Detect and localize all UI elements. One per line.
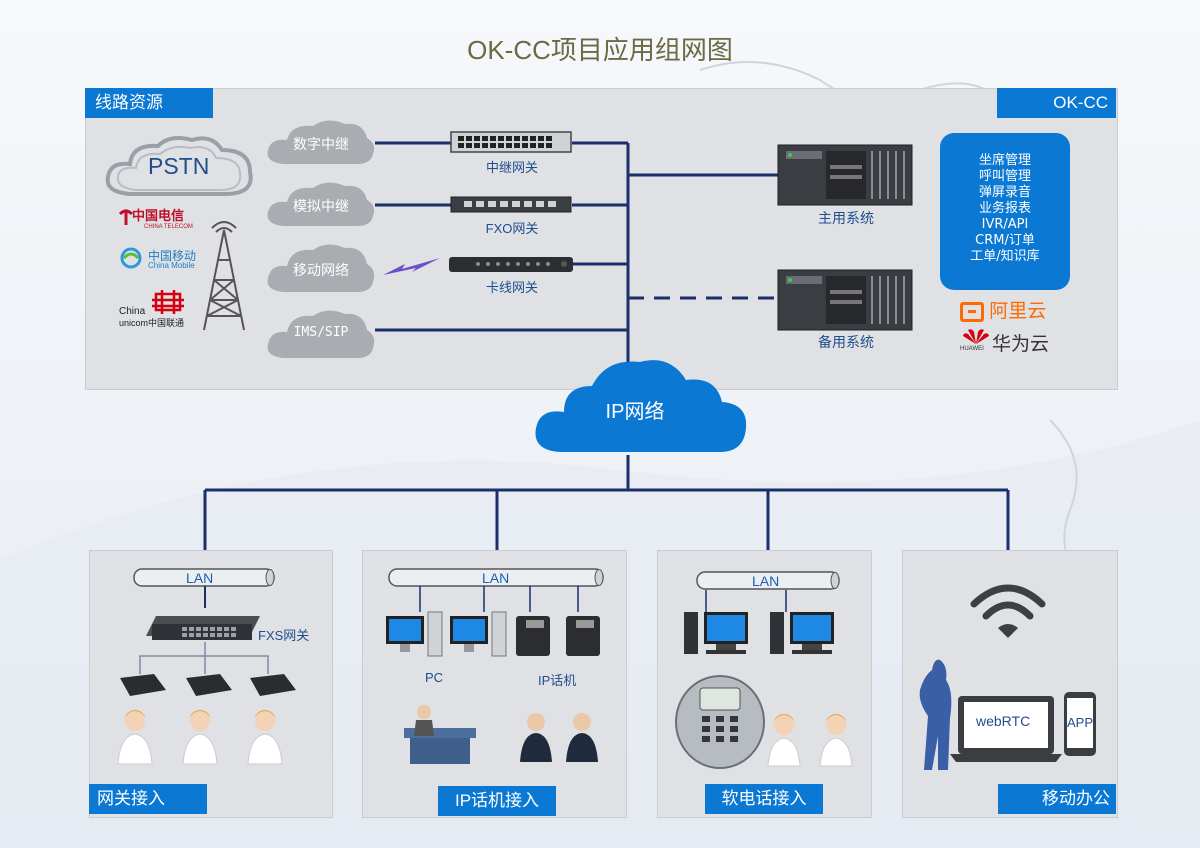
line-analog-trunk: 模拟中继 — [293, 198, 349, 214]
huawei-cloud-label: 华为云 — [992, 334, 1050, 355]
line-ims-sip: IMS/SIP — [293, 325, 349, 340]
fxo-gateway-device — [450, 196, 572, 213]
unicom-text-b: unicom中国联通 — [119, 318, 185, 328]
line-digital-trunk: 数字中继 — [293, 136, 349, 152]
lan-label-2: LAN — [482, 570, 510, 586]
line-cloud-3 — [267, 244, 375, 292]
pstn-label: PSTN — [148, 153, 210, 179]
lan-label-3: LAN — [752, 573, 780, 589]
webrtc-label: webRTC — [976, 713, 1031, 729]
page-title: OK-CC项目应用组网图 — [467, 35, 733, 65]
okcc-tag: OK-CC — [997, 88, 1116, 118]
lan-label-1: LAN — [186, 570, 214, 586]
unicom-knot-icon — [152, 290, 184, 314]
ip-phone-label: IP话机 — [538, 673, 577, 688]
feature-item: 业务报表 — [978, 201, 1031, 216]
backup-system-label: 备用系统 — [818, 334, 874, 350]
ipphone-access-graphics — [386, 586, 600, 764]
fxo-gateway-label: FXO网关 — [485, 221, 539, 236]
line-mobile-network: 移动网络 — [293, 262, 349, 278]
unicom-text-a: China — [119, 306, 146, 317]
aliyun-logo: 阿里云 — [960, 296, 1046, 323]
ipphone-access-tag: IP话机接入 — [438, 786, 556, 816]
feature-list: 坐席管理 呼叫管理 弹屏录音 业务报表 IVR/API CRM/订单 工单/知识… — [940, 133, 1070, 290]
huawei-mark: HUAWEI — [960, 346, 984, 352]
feature-item: 坐席管理 — [978, 153, 1031, 168]
ip-network-cloud — [535, 360, 747, 452]
primary-server-icon — [777, 144, 913, 206]
feature-item: 呼叫管理 — [978, 169, 1031, 184]
huawei-petal-icon — [963, 329, 989, 344]
aliyun-bracket-icon — [960, 301, 984, 322]
lan-pipe-2 — [388, 568, 604, 587]
mobile-office-graphics — [919, 584, 1096, 770]
fxs-gateway-label: FXS网关 — [258, 628, 310, 643]
lan-pipe-3 — [696, 571, 840, 590]
softphone-access-graphics — [675, 590, 853, 769]
softphone-access-panel — [657, 550, 872, 818]
feature-item: 弹屏录音 — [978, 185, 1031, 200]
card-gateway-device — [449, 257, 573, 272]
card-gateway-label: 卡线网关 — [485, 280, 538, 295]
pstn-cloud — [105, 136, 253, 196]
app-label: APP — [1067, 715, 1094, 730]
trunk-gateway-label: 中继网关 — [485, 160, 538, 175]
pc-label: PC — [425, 670, 444, 685]
line-cloud-1 — [267, 120, 375, 164]
mobile-office-tag: 移动办公 — [998, 784, 1116, 814]
feature-item: IVR/API — [981, 217, 1029, 232]
ip-network-label: IP网络 — [605, 401, 665, 423]
cell-tower-icon — [203, 221, 245, 331]
ipphone-access-panel — [362, 550, 627, 818]
softphone-access-tag: 软电话接入 — [705, 784, 823, 814]
line-resource-tag: 线路资源 — [85, 88, 213, 118]
line-cloud-4 — [267, 310, 375, 358]
feature-item: CRM/订单 — [975, 233, 1035, 248]
gateway-access-tag: 网关接入 — [89, 784, 207, 814]
primary-system-label: 主用系统 — [818, 210, 874, 226]
gateway-access-graphics — [117, 586, 296, 765]
backup-server-icon — [777, 269, 913, 331]
feature-item: 工单/知识库 — [970, 249, 1040, 264]
line-cloud-2 — [267, 182, 375, 226]
telecom-icon — [118, 209, 134, 225]
trunk-gateway-device — [450, 131, 572, 153]
mobile-icon — [120, 247, 142, 269]
china-telecom-logo: 中国电信 CHINA TELECOM — [132, 208, 193, 230]
